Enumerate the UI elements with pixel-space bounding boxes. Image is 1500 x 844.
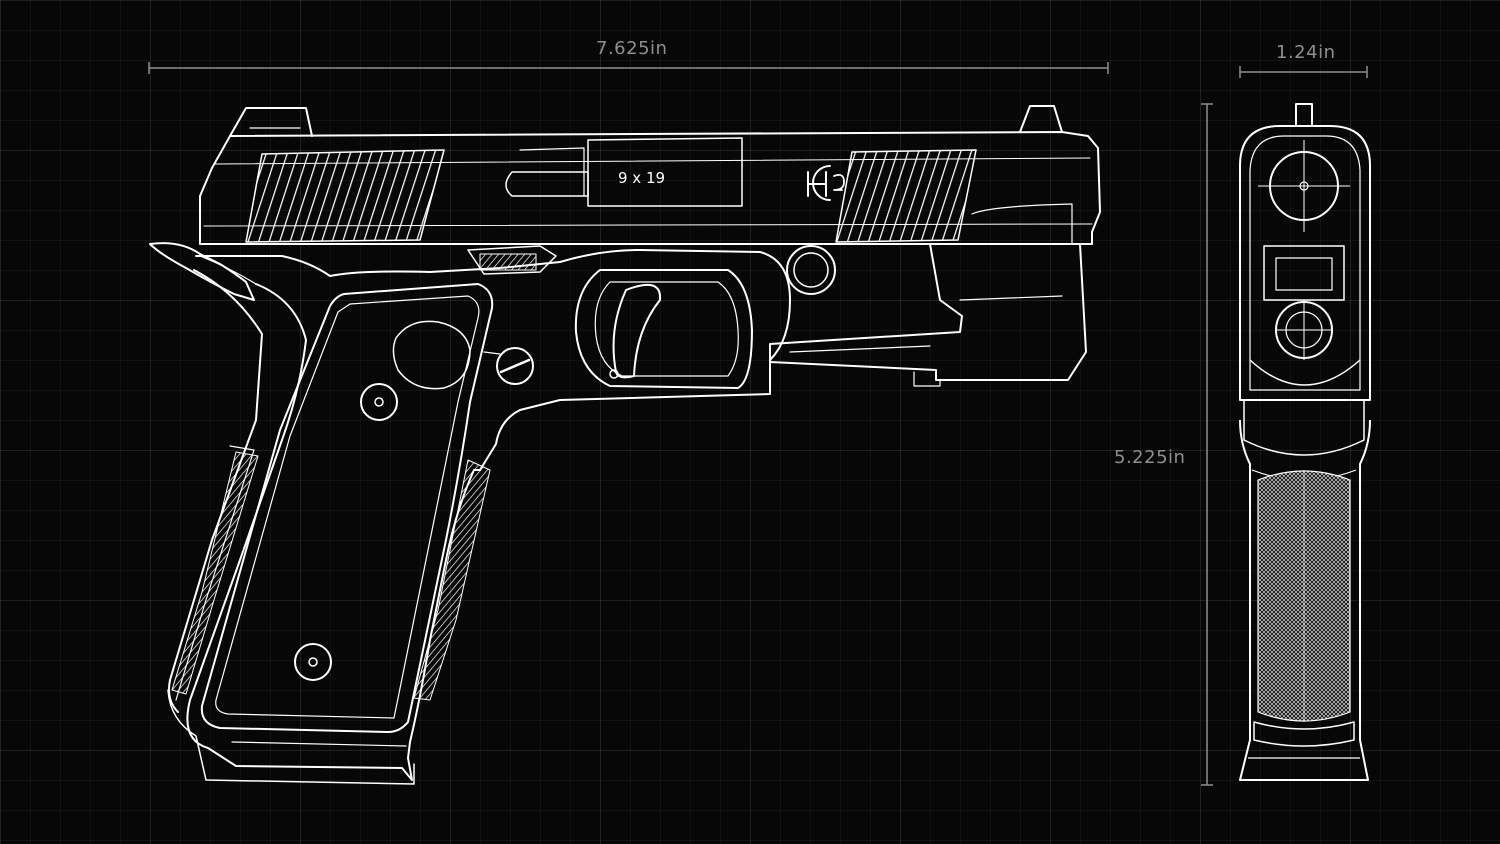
length-dimension-line	[148, 62, 1109, 74]
pistol-rear-view	[1239, 103, 1371, 781]
grip-panel	[200, 283, 494, 733]
width-dimension-label: 1.24in	[1276, 42, 1336, 63]
height-dimension-line	[1201, 103, 1213, 786]
backstrap	[168, 269, 263, 713]
beavertail	[149, 242, 255, 301]
takedown-pin	[786, 245, 836, 295]
safety-lever	[392, 320, 471, 390]
trigger	[612, 283, 662, 379]
rear-view-grip	[1239, 419, 1371, 781]
magazine-release	[496, 347, 534, 385]
height-dimension-label: 5.225in	[1114, 447, 1186, 468]
grip-frame	[186, 283, 481, 781]
frame	[195, 249, 791, 471]
trigger-guard	[574, 269, 753, 389]
rear-view-front-sight	[1295, 103, 1313, 127]
length-dimension-label: 7.625in	[596, 38, 668, 59]
frame-dust-cover	[769, 243, 1087, 381]
rear-view-hammer	[1263, 245, 1345, 301]
slide	[199, 131, 1101, 245]
pistol-side-view	[149, 105, 1101, 785]
h9-logo	[807, 165, 845, 201]
front-sight	[1019, 105, 1063, 133]
front-slide-serrations	[835, 149, 977, 243]
width-dimension-line	[1239, 66, 1368, 78]
grip-screw-lower	[294, 643, 332, 681]
backstrap-stippling	[171, 451, 259, 695]
caliber-marking: 9 x 19	[618, 169, 665, 187]
grip-screw-upper	[360, 383, 398, 421]
frontstrap-stippling	[413, 459, 491, 701]
rear-slide-serrations	[245, 149, 445, 243]
rear-view-slide	[1239, 125, 1371, 401]
rear-sight	[229, 107, 313, 137]
